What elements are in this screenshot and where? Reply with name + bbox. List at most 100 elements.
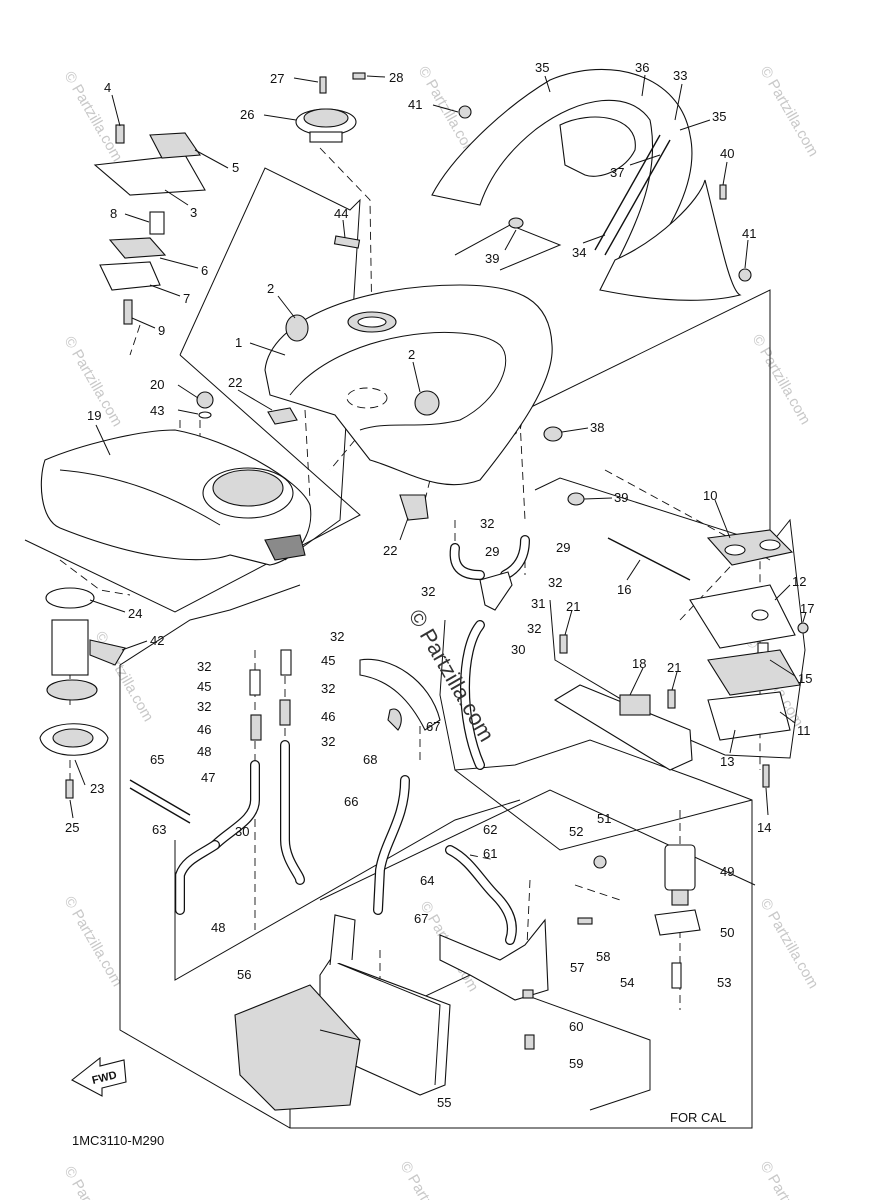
callout-56[interactable]: 56 xyxy=(237,967,251,982)
callout-45[interactable]: 45 xyxy=(321,653,335,668)
callout-59[interactable]: 59 xyxy=(569,1056,583,1071)
callout-19[interactable]: 19 xyxy=(87,408,101,423)
callout-29[interactable]: 29 xyxy=(556,540,570,555)
callout-20[interactable]: 20 xyxy=(150,377,164,392)
callout-66[interactable]: 66 xyxy=(344,794,358,809)
callout-15[interactable]: 15 xyxy=(798,671,812,686)
callout-16[interactable]: 16 xyxy=(617,582,631,597)
tank-bottom-19 xyxy=(40,429,312,566)
callout-22[interactable]: 22 xyxy=(383,543,397,558)
callout-52[interactable]: 52 xyxy=(569,824,583,839)
callout-22[interactable]: 22 xyxy=(228,375,242,390)
canister-55 xyxy=(234,914,451,1111)
callout-10[interactable]: 10 xyxy=(703,488,717,503)
callout-33[interactable]: 33 xyxy=(673,68,687,83)
callout-6[interactable]: 6 xyxy=(201,263,208,278)
callout-61[interactable]: 61 xyxy=(483,846,497,861)
callout-58[interactable]: 58 xyxy=(596,949,610,964)
callout-32[interactable]: 32 xyxy=(197,699,211,714)
callout-53[interactable]: 53 xyxy=(717,975,731,990)
callout-4[interactable]: 4 xyxy=(104,80,111,95)
callout-32[interactable]: 32 xyxy=(197,659,211,674)
callout-2[interactable]: 2 xyxy=(267,281,274,296)
callout-49[interactable]: 49 xyxy=(720,864,734,879)
callout-48[interactable]: 48 xyxy=(197,744,211,759)
callout-67[interactable]: 67 xyxy=(414,911,428,926)
callout-24[interactable]: 24 xyxy=(128,606,142,621)
bracket-57 xyxy=(439,918,549,1050)
callout-48[interactable]: 48 xyxy=(211,920,225,935)
callout-11[interactable]: 11 xyxy=(797,723,811,738)
callout-67[interactable]: 67 xyxy=(426,719,440,734)
callout-46[interactable]: 46 xyxy=(197,722,211,737)
callout-32[interactable]: 32 xyxy=(321,734,335,749)
callout-46[interactable]: 46 xyxy=(321,709,335,724)
callout-41[interactable]: 41 xyxy=(408,97,422,112)
callout-23[interactable]: 23 xyxy=(90,781,104,796)
fwd-label: FWD xyxy=(91,1069,118,1087)
callout-68[interactable]: 68 xyxy=(363,752,377,767)
callout-8[interactable]: 8 xyxy=(110,206,117,221)
callout-3[interactable]: 3 xyxy=(190,205,197,220)
callout-47[interactable]: 47 xyxy=(201,770,215,785)
callout-39[interactable]: 39 xyxy=(485,251,499,266)
damper-39 xyxy=(567,492,585,506)
callout-43[interactable]: 43 xyxy=(150,403,164,418)
callout-36[interactable]: 36 xyxy=(635,60,649,75)
callout-13[interactable]: 13 xyxy=(720,754,734,769)
callout-30[interactable]: 30 xyxy=(511,642,525,657)
callout-32[interactable]: 32 xyxy=(321,681,335,696)
callout-64[interactable]: 64 xyxy=(420,873,434,888)
callout-62[interactable]: 62 xyxy=(483,822,497,837)
callout-39[interactable]: 39 xyxy=(614,490,628,505)
callout-32[interactable]: 32 xyxy=(480,516,494,531)
callout-55[interactable]: 55 xyxy=(437,1095,451,1110)
hose-group-64-66 xyxy=(359,658,517,945)
callout-26[interactable]: 26 xyxy=(240,107,254,122)
center-watermark: © Partzilla.com xyxy=(404,605,500,746)
callout-25[interactable]: 25 xyxy=(65,820,79,835)
callout-29[interactable]: 29 xyxy=(485,544,499,559)
callout-63[interactable]: 63 xyxy=(152,822,166,837)
callout-7[interactable]: 7 xyxy=(183,291,190,306)
callout-32[interactable]: 32 xyxy=(421,584,435,599)
fuel-tank-1 xyxy=(264,284,553,521)
callout-18[interactable]: 18 xyxy=(632,656,646,671)
callout-32[interactable]: 32 xyxy=(548,575,562,590)
callout-30[interactable]: 30 xyxy=(235,824,249,839)
callout-44[interactable]: 44 xyxy=(334,206,348,221)
callout-28[interactable]: 28 xyxy=(389,70,403,85)
callout-9[interactable]: 9 xyxy=(158,323,165,338)
callout-42[interactable]: 42 xyxy=(150,633,164,648)
callout-12[interactable]: 12 xyxy=(792,574,806,589)
callout-2[interactable]: 2 xyxy=(408,347,415,362)
callout-32[interactable]: 32 xyxy=(527,621,541,636)
callout-45[interactable]: 45 xyxy=(197,679,211,694)
callout-17[interactable]: 17 xyxy=(800,601,814,616)
callout-35[interactable]: 35 xyxy=(535,60,549,75)
callout-14[interactable]: 14 xyxy=(757,820,771,835)
callout-27[interactable]: 27 xyxy=(270,71,284,86)
callout-57[interactable]: 57 xyxy=(570,960,584,975)
callout-21[interactable]: 21 xyxy=(667,660,681,675)
callout-50[interactable]: 50 xyxy=(720,925,734,940)
callout-38[interactable]: 38 xyxy=(590,420,604,435)
callout-51[interactable]: 51 xyxy=(597,811,611,826)
callout-leaders xyxy=(69,74,807,819)
callout-40[interactable]: 40 xyxy=(720,146,734,161)
callout-54[interactable]: 54 xyxy=(620,975,634,990)
bolt-9 xyxy=(123,299,133,325)
tank-mount-parts xyxy=(93,124,206,325)
callout-31[interactable]: 31 xyxy=(531,596,545,611)
callout-65[interactable]: 65 xyxy=(150,752,164,767)
callout-41[interactable]: 41 xyxy=(742,226,756,241)
callout-32[interactable]: 32 xyxy=(330,629,344,644)
callout-34[interactable]: 34 xyxy=(572,245,586,260)
callout-5[interactable]: 5 xyxy=(232,160,239,175)
callout-21[interactable]: 21 xyxy=(566,599,580,614)
callout-35[interactable]: 35 xyxy=(712,109,726,124)
callout-1[interactable]: 1 xyxy=(235,335,242,350)
callout-60[interactable]: 60 xyxy=(569,1019,583,1034)
callout-37[interactable]: 37 xyxy=(610,165,624,180)
